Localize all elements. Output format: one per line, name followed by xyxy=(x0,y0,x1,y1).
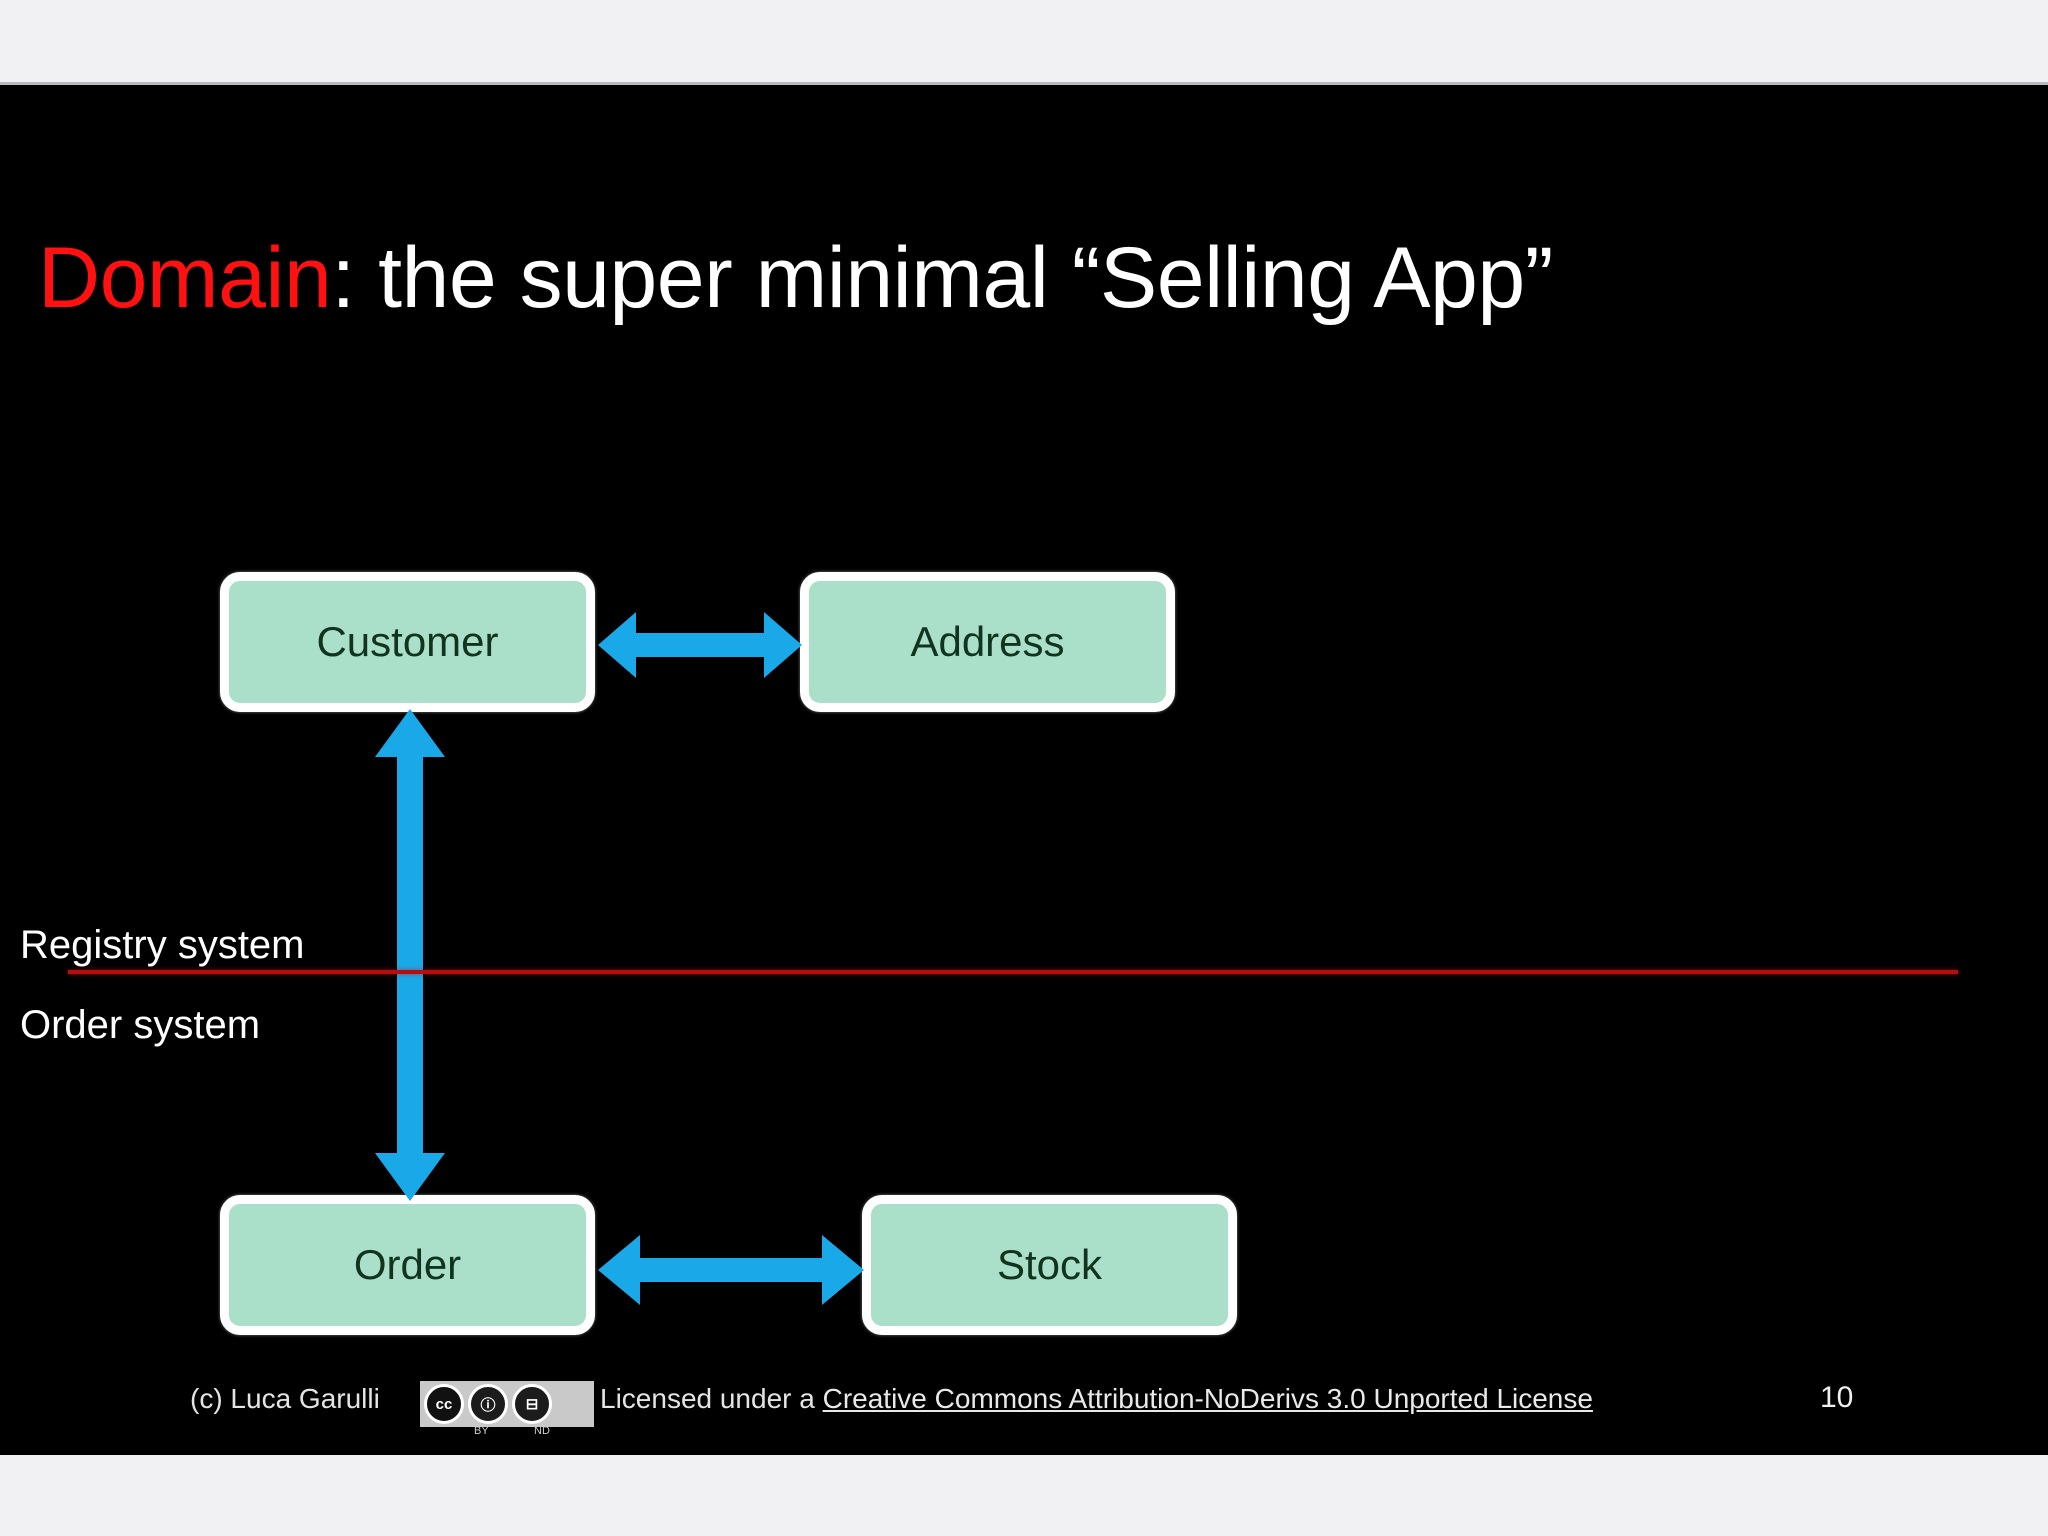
entity-box-order[interactable]: Order xyxy=(220,1195,595,1335)
double-arrow-icon-customer-order xyxy=(375,709,445,1201)
cc-by-icon-glyph: ⓘ xyxy=(480,1396,496,1414)
entity-label-order: Order xyxy=(353,1241,462,1288)
entity-box-address[interactable]: Address xyxy=(800,572,1175,712)
double-arrow-icon-order-stock xyxy=(598,1235,864,1305)
slide-canvas: Domain: the super minimal “Selling App” … xyxy=(0,85,2048,1455)
zone-label-order-system: Order system xyxy=(20,1003,261,1047)
page-title: Domain: the super minimal “Selling App” xyxy=(38,235,2028,321)
entity-label-stock: Stock xyxy=(996,1241,1103,1288)
title-highlight: Domain xyxy=(38,230,332,326)
creative-commons-badges: cc ⓘ ⊟ xyxy=(420,1381,594,1427)
entity-label-customer: Customer xyxy=(316,618,499,665)
footer-license-link[interactable]: Creative Commons Attribution-NoDerivs 3.… xyxy=(822,1383,1593,1414)
title-rest: : the super minimal “Selling App” xyxy=(331,230,1553,326)
cc-by-icon: ⓘ xyxy=(468,1384,508,1424)
entity-box-customer[interactable]: Customer xyxy=(220,572,595,712)
entity-box-stock[interactable]: Stock xyxy=(862,1195,1237,1335)
entity-label-address: Address xyxy=(910,618,1065,665)
cc-nd-icon-glyph: ⊟ xyxy=(525,1396,539,1413)
double-arrow-icon-customer-address xyxy=(598,612,802,678)
footer-author: (c) Luca Garulli xyxy=(190,1383,380,1414)
cc-icon-glyph: cc xyxy=(435,1395,453,1413)
footer-license: Licensed under a Creative Commons Attrib… xyxy=(600,1383,1593,1415)
slide-page-number: 10 xyxy=(1820,1381,1854,1414)
top-separator-rule xyxy=(0,82,2048,85)
footer-license-prefix: Licensed under a xyxy=(600,1383,823,1414)
cc-nd-caption: ND xyxy=(534,1425,550,1437)
zone-divider-line xyxy=(68,970,1958,974)
cc-icon: cc xyxy=(424,1384,464,1424)
zone-label-registry-system: Registry system xyxy=(20,923,305,967)
cc-by-caption: BY xyxy=(474,1425,489,1437)
cc-nd-icon: ⊟ xyxy=(512,1384,552,1424)
